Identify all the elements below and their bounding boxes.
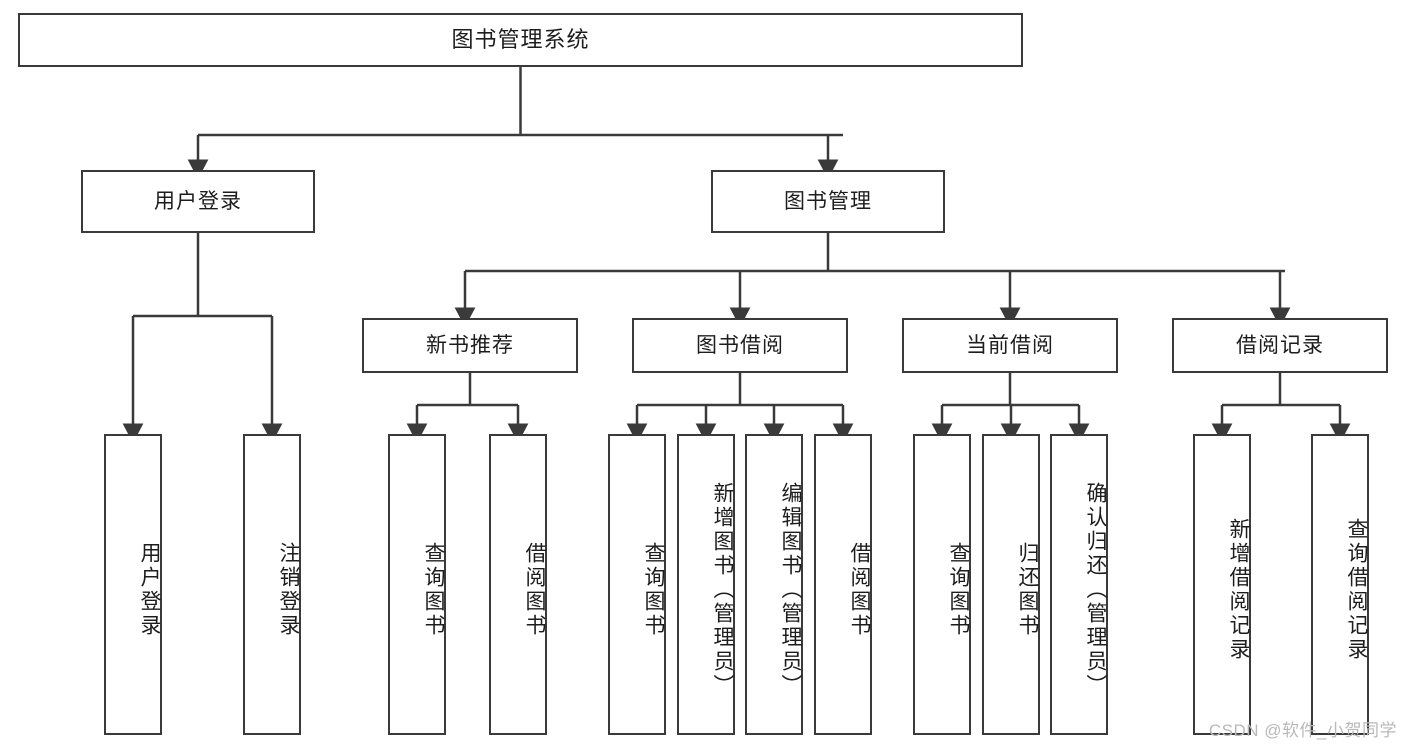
node-book-borrow[interactable]: 图书借阅 bbox=[632, 318, 848, 373]
node-current-borrow[interactable]: 当前借阅 bbox=[902, 318, 1118, 373]
leaf-edit-book-admin[interactable]: 编辑图书（管理员） bbox=[745, 434, 803, 735]
leaf-return-book[interactable]: 归还图书 bbox=[982, 434, 1040, 735]
node-label: 图书管理 bbox=[784, 189, 872, 213]
leaf-query-borrow-record[interactable]: 查询借阅记录 bbox=[1311, 434, 1369, 735]
node-label: 新增借阅记录 bbox=[1227, 517, 1250, 662]
node-new-book-recommend[interactable]: 新书推荐 bbox=[362, 318, 578, 373]
node-label: 查询图书 bbox=[947, 541, 970, 638]
node-label: 新增图书（管理员） bbox=[711, 481, 734, 698]
leaf-query-book-current[interactable]: 查询图书 bbox=[913, 434, 971, 735]
node-label: 新书推荐 bbox=[426, 333, 514, 357]
node-label: 当前借阅 bbox=[966, 333, 1054, 357]
node-root-book-management-system[interactable]: 图书管理系统 bbox=[18, 13, 1023, 67]
leaf-query-book-borrow[interactable]: 查询图书 bbox=[608, 434, 666, 735]
leaf-add-book-admin[interactable]: 新增图书（管理员） bbox=[677, 434, 735, 735]
leaf-add-borrow-record[interactable]: 新增借阅记录 bbox=[1193, 434, 1251, 735]
node-label: 查询借阅记录 bbox=[1345, 517, 1368, 662]
node-label: 借阅记录 bbox=[1236, 333, 1324, 357]
node-borrow-record[interactable]: 借阅记录 bbox=[1172, 318, 1388, 373]
leaf-borrow-book-recommend[interactable]: 借阅图书 bbox=[489, 434, 547, 735]
node-label: 查询图书 bbox=[422, 541, 445, 638]
node-label: 归还图书 bbox=[1016, 541, 1039, 638]
node-label: 用户登录 bbox=[154, 189, 242, 213]
node-label: 图书借阅 bbox=[696, 333, 784, 357]
leaf-borrow-book[interactable]: 借阅图书 bbox=[814, 434, 872, 735]
node-book-management[interactable]: 图书管理 bbox=[711, 170, 945, 233]
node-label: 借阅图书 bbox=[523, 541, 546, 638]
node-label: 确认归还（管理员） bbox=[1084, 481, 1107, 698]
leaf-query-book-recommend[interactable]: 查询图书 bbox=[388, 434, 446, 735]
node-label: 注销登录 bbox=[277, 541, 300, 638]
node-label: 编辑图书（管理员） bbox=[779, 481, 802, 698]
leaf-user-login[interactable]: 用户登录 bbox=[104, 434, 162, 735]
watermark: CSDN @软件_小贺同学 bbox=[1208, 721, 1397, 740]
node-label: 图书管理系统 bbox=[451, 26, 590, 52]
node-user-login[interactable]: 用户登录 bbox=[81, 170, 315, 233]
node-label: 借阅图书 bbox=[848, 541, 871, 638]
node-label: 查询图书 bbox=[642, 541, 665, 638]
leaf-logout[interactable]: 注销登录 bbox=[243, 434, 301, 735]
node-label: 用户登录 bbox=[138, 541, 161, 638]
leaf-confirm-return-admin[interactable]: 确认归还（管理员） bbox=[1050, 434, 1108, 735]
